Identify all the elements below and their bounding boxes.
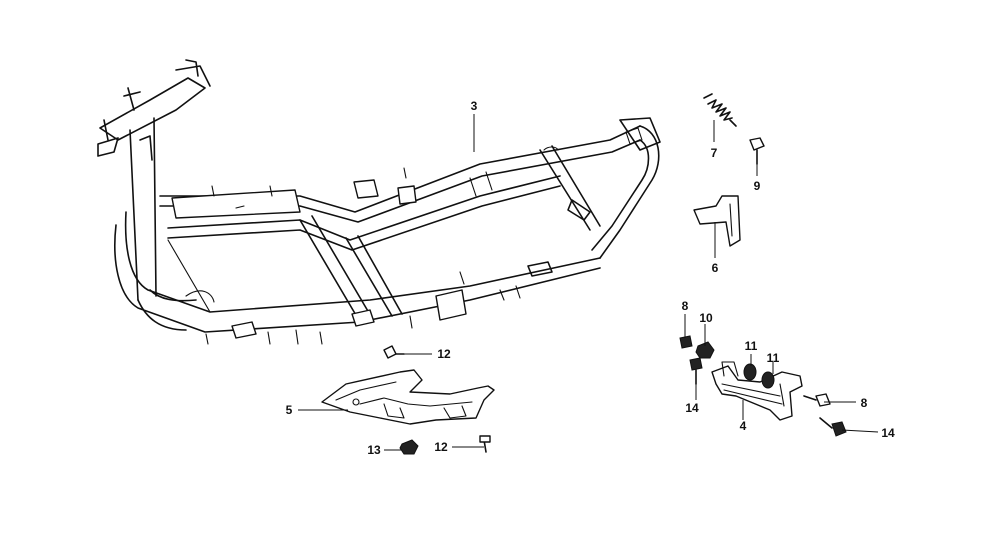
bolt-12-lower [479,435,491,453]
bolt-9 [749,137,765,165]
under-plate [321,369,495,425]
callout-8-upper: 8 [682,299,689,313]
callout-11-left: 11 [745,339,758,353]
callout-9: 9 [754,179,761,193]
callout-10: 10 [699,311,713,325]
bolt-14-right [819,417,847,437]
callout-6: 6 [712,261,719,275]
callout-8-right: 8 [861,396,868,410]
bolt-12-upper [383,345,405,359]
spring-7 [703,93,737,127]
collar-11a [743,363,757,381]
main-frame [97,59,661,345]
bolt-8-right [803,393,831,407]
callout-3: 3 [471,99,478,113]
callout-4: 4 [740,419,747,433]
nut-10 [695,341,715,359]
center-stand [711,361,803,421]
leader-lines [298,114,879,451]
bolt-14-left [689,357,703,385]
callout-labels: 3 7 9 6 8 10 11 11 12 5 14 4 8 14 13 12 [286,99,895,457]
callout-14-right: 14 [881,426,895,440]
bolt-8-upper [679,335,693,349]
callout-11-right: 11 [767,351,780,365]
callout-13: 13 [367,443,381,457]
collar-11b [761,371,775,389]
callout-7: 7 [711,146,718,160]
callout-5: 5 [286,403,293,417]
bracket-6 [693,195,741,247]
callout-12-upper: 12 [437,347,451,361]
callout-12-lower: 12 [434,440,448,454]
nut-13 [399,439,419,455]
callout-14-left: 14 [685,401,699,415]
